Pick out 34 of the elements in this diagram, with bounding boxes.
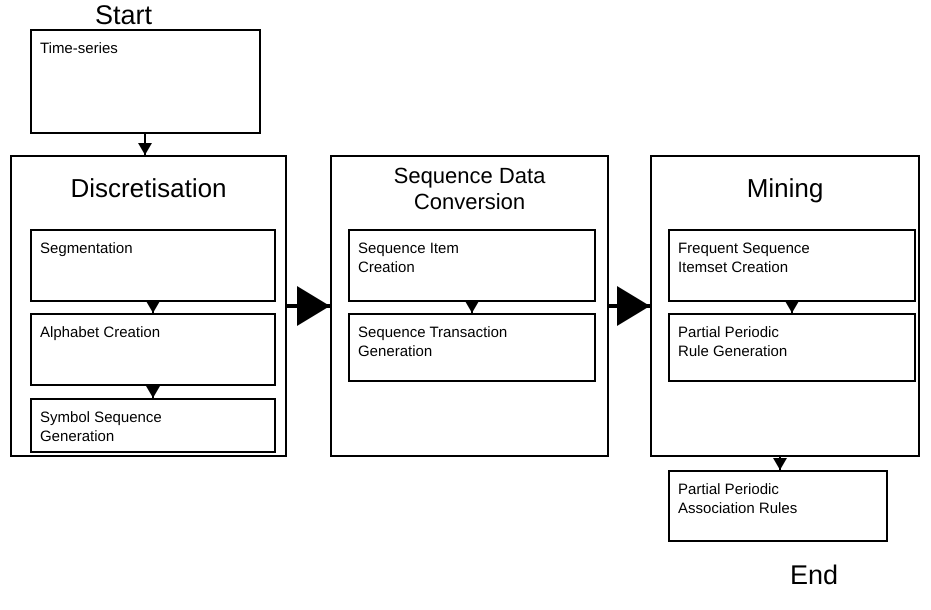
stage-title: Mining <box>746 173 824 203</box>
arrow <box>465 301 479 313</box>
arrow <box>773 457 787 470</box>
stage-box <box>330 155 609 457</box>
process-box <box>668 229 916 302</box>
arrow <box>138 134 152 155</box>
arrow <box>287 286 330 326</box>
stage-box <box>10 155 287 457</box>
step-text: Sequence Item Creation <box>358 239 460 277</box>
step-text: Frequent Sequence Itemset Creation <box>678 239 811 277</box>
step-text: Time-series <box>40 39 118 58</box>
process-box <box>30 398 276 453</box>
arrow <box>146 386 160 398</box>
step-text: Segmentation <box>40 239 133 258</box>
process-box <box>30 313 276 386</box>
stage-title: Discretisation <box>69 173 228 203</box>
step-text: Sequence Transaction Generation <box>358 323 508 361</box>
step-text: Alphabet Creation <box>40 323 160 342</box>
stage-box <box>650 155 920 457</box>
stage-title: Sequence Data Conversion <box>392 163 546 215</box>
arrow <box>785 301 799 313</box>
process-box <box>668 313 916 382</box>
arrow <box>609 286 650 326</box>
process-box <box>668 470 888 542</box>
arrow <box>146 301 160 313</box>
step-text: Partial Periodic Rule Generation <box>678 323 788 361</box>
step-text: Partial Periodic Association Rules <box>678 480 798 518</box>
process-box <box>348 229 596 302</box>
process-box <box>348 313 596 382</box>
process-box <box>30 29 261 134</box>
terminal-label: End <box>790 560 838 590</box>
step-text: Symbol Sequence Generation <box>40 408 163 446</box>
process-box <box>30 229 276 302</box>
terminal-label: Start <box>95 0 152 30</box>
